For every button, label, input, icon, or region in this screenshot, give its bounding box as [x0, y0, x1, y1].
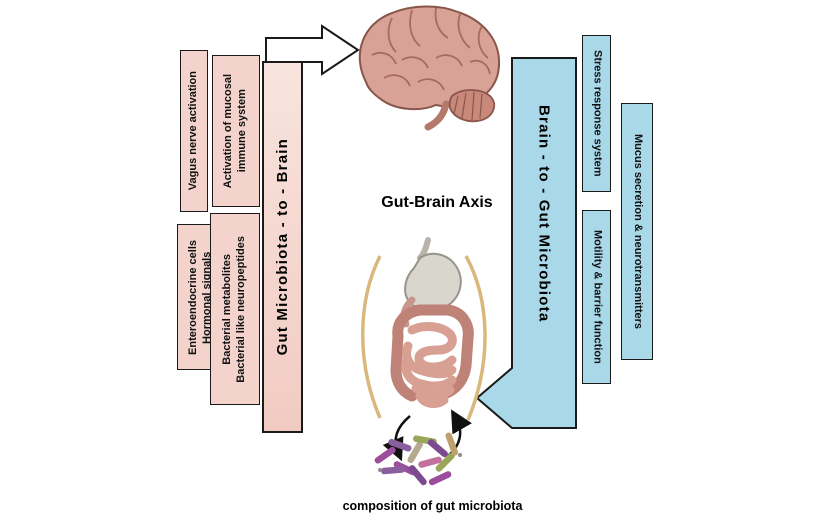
box-label-line: Enteroendocrine cells: [187, 239, 200, 355]
arrow-gut-to-bacteria-icon: [382, 415, 411, 462]
body-outline-right: [464, 255, 487, 421]
right-box-motility-barrier: Motility & barrier function: [582, 210, 611, 384]
arrow-to-brain-icon: [265, 24, 360, 76]
digestive-tract-illustration: [361, 237, 487, 421]
bacteria-rods: [374, 432, 459, 486]
brain-illustration: [358, 5, 501, 131]
brainstem: [424, 100, 450, 131]
gut-to-brain-arrow: [262, 24, 360, 433]
small-intestine: [401, 322, 457, 408]
right-box-stress-response: Stress response system: [582, 35, 611, 192]
box-label-line: immune system: [236, 89, 248, 173]
box-label: Vagus nerve activation: [187, 71, 200, 191]
body-outline-left: [361, 255, 382, 419]
box-label: Motility & barrier function: [591, 230, 604, 364]
gut-to-brain-bar-label: Gut Microbiota - to - Brain: [274, 138, 291, 356]
box-label: Mucus secretion & neurotransmitters: [631, 134, 644, 329]
large-intestine: [390, 304, 474, 402]
box-label-line: Activation of mucosal: [222, 73, 235, 189]
left-box-bacterial-metabolites: Bacterial metabolites Bacterial like neu…: [210, 213, 260, 405]
box-label-line: Bacterial like neuropeptides: [235, 235, 247, 383]
microbiota-caption: composition of gut microbiota: [342, 499, 523, 513]
box-label-line: Bacterial metabolites: [221, 253, 234, 365]
gut-bacteria-illustration: [374, 432, 462, 486]
brain-to-gut-bar-label: Brain - to - Gut Microbiota: [535, 105, 553, 323]
left-box-vagus-nerve: Vagus nerve activation: [180, 50, 208, 212]
brain-to-gut-arrow: [475, 57, 577, 429]
left-box-mucosal-immune: Activation of mucosal immune system: [212, 55, 260, 207]
right-box-mucus-secretion: Mucus secretion & neurotransmitters: [621, 103, 653, 360]
box-label: Stress response system: [591, 50, 604, 177]
cerebellum: [448, 89, 496, 123]
diagram-title: Gut-Brain Axis: [381, 194, 493, 211]
stomach: [404, 252, 462, 312]
